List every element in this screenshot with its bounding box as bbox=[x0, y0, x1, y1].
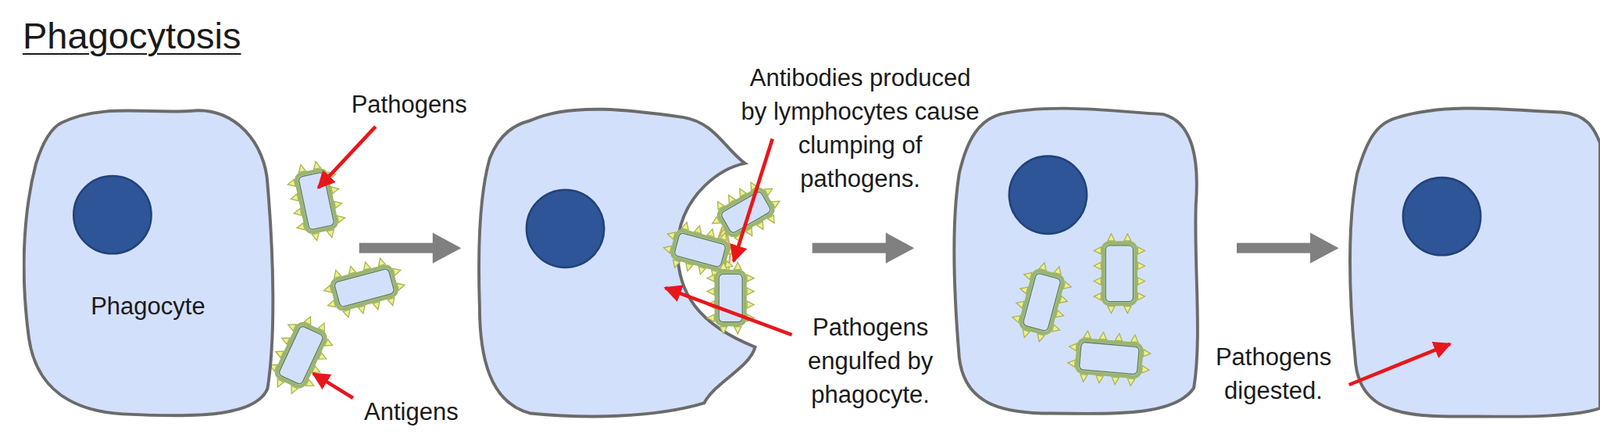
pathogen-group bbox=[262, 157, 1153, 400]
nucleus bbox=[1403, 177, 1481, 255]
nucleus bbox=[526, 189, 604, 268]
pathogen bbox=[1093, 233, 1145, 314]
phagocyte-cell: Phagocyte bbox=[22, 102, 279, 422]
pathogen bbox=[1007, 257, 1075, 346]
diagram-title: Phagocytosis bbox=[22, 14, 242, 58]
phagocyte-engulfing bbox=[478, 109, 756, 417]
pathogen bbox=[1066, 328, 1153, 387]
process-arrow bbox=[359, 232, 1340, 264]
pathogen bbox=[319, 253, 410, 322]
antigen-label: Antigens bbox=[340, 394, 482, 429]
nucleus bbox=[1009, 156, 1087, 234]
antibody-note: Antibodies produced by lymphocytes cause… bbox=[735, 60, 986, 196]
digest-note: Pathogens digested. bbox=[1203, 339, 1344, 408]
engulf-note: Pathogens engulfed by phagocyte. bbox=[792, 310, 949, 411]
pathogen bbox=[284, 157, 349, 244]
phagocyte-with-pathogens bbox=[953, 108, 1198, 414]
pathogen bbox=[707, 261, 754, 333]
pathogen bbox=[262, 309, 340, 400]
pathogen-label: Pathogens bbox=[331, 87, 488, 122]
cell-label: Phagocyte bbox=[90, 290, 206, 322]
cell-outline bbox=[22, 102, 279, 422]
